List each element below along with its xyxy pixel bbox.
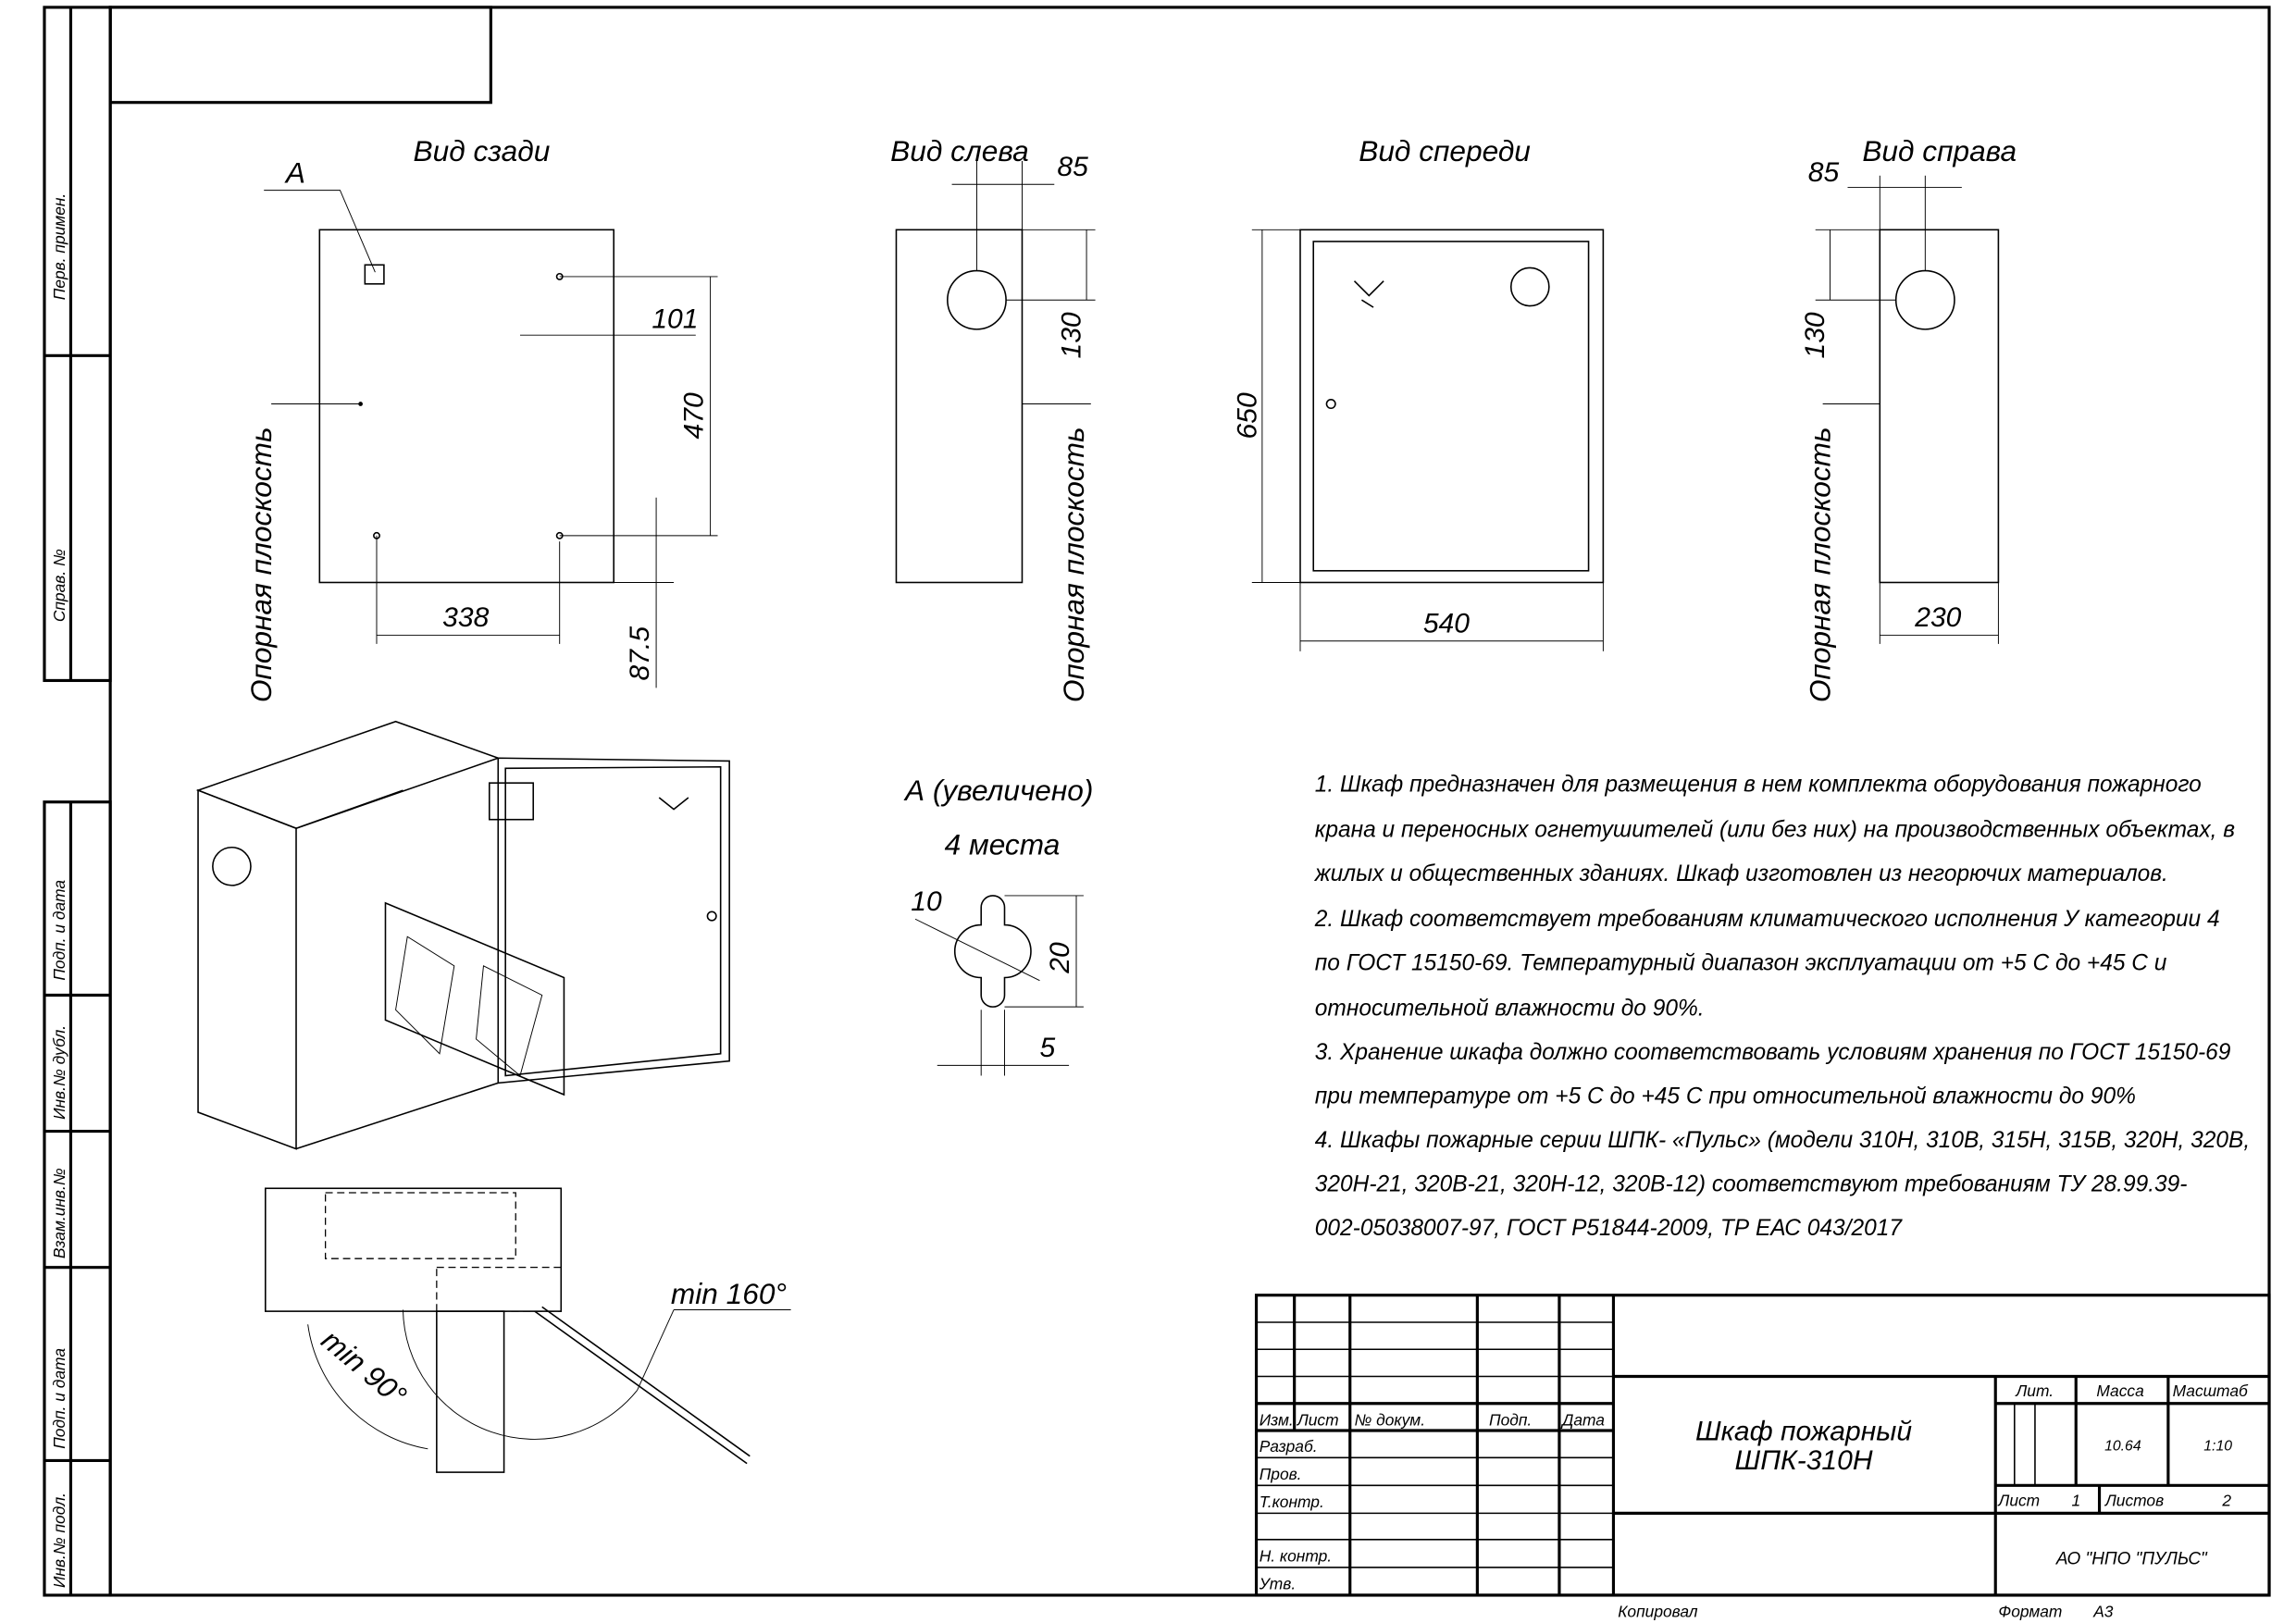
dim-85: 85 [1057, 152, 1088, 182]
note-line: 3. Хранение шкафа должно соответствовать… [1315, 1040, 2231, 1065]
header-izm: Изм. [1260, 1410, 1294, 1429]
side-label: Справ. № [50, 549, 68, 622]
dim-130: 130 [1800, 312, 1831, 358]
side-label: Инв.№ дубл. [50, 1025, 68, 1120]
sheets-label: Листов [2104, 1491, 2164, 1509]
scale-value: 1:10 [2203, 1438, 2232, 1454]
copied-label: Копировал [1618, 1603, 1698, 1621]
door-angle-label: min 160° [671, 1277, 787, 1310]
sheets-value: 2 [2221, 1491, 2231, 1509]
dim-338: 338 [442, 602, 489, 633]
dim-87-5: 87.5 [625, 626, 655, 681]
format-value: А3 [2092, 1603, 2114, 1621]
header-doc: № докум. [1355, 1410, 1426, 1429]
detail-count: 4 места [945, 828, 1061, 861]
mass-value: 10.64 [2104, 1438, 2141, 1454]
logo-icon [658, 797, 689, 811]
dim-20: 20 [1045, 942, 1075, 974]
note-line: при температуре от +5 С до +45 С при отн… [1315, 1084, 2136, 1109]
scale-label: Масштаб [2173, 1381, 2249, 1400]
logo-icon [1353, 280, 1384, 308]
role-label: Разраб. [1260, 1437, 1318, 1456]
detail-marker: А [284, 156, 305, 190]
lit-label: Лит. [2015, 1381, 2054, 1400]
title-block: Изм. Лист № докум. Подп. Дата Разраб. Пр… [1254, 1294, 2271, 1621]
left-view-title: Вид слева [890, 134, 1029, 167]
side-label: Инв.№ подл. [50, 1493, 68, 1588]
dim-650: 650 [1233, 392, 1263, 439]
front-view: Вид спереди 650 540 [1233, 134, 1605, 651]
sheet-label: Лист [1997, 1491, 2040, 1509]
side-label: Взам.инв.№ [50, 1168, 68, 1258]
dim-101: 101 [652, 304, 698, 334]
top-view: min 160° min 90° [265, 1187, 791, 1473]
detail-view: А (увеличено) 4 места 20 10 5 [903, 774, 1093, 1076]
drawing-code: ШПК-310Н [1735, 1445, 1873, 1476]
note-line: 002-05038007-97, ГОСТ Р51844-2009, ТР ЕА… [1315, 1216, 1904, 1241]
dim-470: 470 [679, 392, 710, 439]
note-line: 2. Шкаф соответствует требованиям климат… [1314, 907, 2220, 932]
note-line: 320Н-21, 320В-21, 320Н-12, 320В-12) соот… [1315, 1171, 2188, 1196]
header-sign: Подп. [1489, 1410, 1532, 1429]
side-label: Подп. и дата [50, 1348, 68, 1449]
role-label: Т.контр. [1260, 1493, 1324, 1511]
header-date: Дата [1560, 1410, 1605, 1429]
technical-notes: 1. Шкаф предназначен для размещения в не… [1314, 773, 2250, 1241]
rear-view: Вид сзади А 470 101 338 87.5 Опорная пло… [244, 134, 718, 702]
role-label: Утв. [1259, 1575, 1296, 1593]
right-view: Вид справа 85 130 Опорная плоскость 230 [1800, 134, 2017, 702]
side-label: Перв. примен. [50, 193, 68, 300]
dim-540: 540 [1423, 608, 1470, 638]
role-label: Н. контр. [1260, 1547, 1332, 1566]
dim-230: 230 [1914, 602, 1961, 633]
role-label: Пров. [1260, 1465, 1302, 1483]
note-line: относительной влажности до 90%. [1315, 997, 1705, 1022]
format-label: Формат [1998, 1603, 2062, 1621]
dim-10: 10 [911, 886, 942, 917]
mass-label: Масса [2096, 1381, 2144, 1400]
sheet-value: 1 [2071, 1491, 2080, 1509]
isometric-view [195, 720, 730, 1150]
note-line: крана и переносных огнетушителей (или бе… [1315, 818, 2235, 843]
organization-name: АО "НПО "ПУЛЬС" [2055, 1550, 2208, 1569]
side-stamp: Перв. примен. Справ. № Подп. и дата Инв.… [50, 193, 68, 1588]
note-line: 1. Шкаф предназначен для размещения в не… [1315, 773, 2202, 798]
left-view: Вид слева 85 130 Опорная плоскость [890, 134, 1096, 702]
dim-85: 85 [1808, 157, 1840, 188]
note-line: по ГОСТ 15150-69. Температурный диапазон… [1315, 951, 2167, 976]
dim-130: 130 [1057, 312, 1087, 358]
right-view-title: Вид справа [1862, 134, 2017, 167]
drawing-title: Шкаф пожарный [1695, 1416, 1912, 1446]
detail-title: А (увеличено) [903, 774, 1093, 807]
rear-view-title: Вид сзади [414, 134, 551, 167]
reference-plane-label: Опорная плоскость [1804, 427, 1837, 702]
side-label: Подп. и дата [50, 880, 68, 981]
dim-5: 5 [1039, 1033, 1055, 1063]
front-view-title: Вид спереди [1359, 134, 1531, 167]
min-angle-label: min 90° [316, 1323, 414, 1413]
note-line: 4. Шкафы пожарные серии ШПК- «Пульс» (мо… [1315, 1128, 2250, 1153]
note-line: жилых и общественных зданиях. Шкаф изгот… [1314, 861, 2168, 886]
sheet-frame [43, 6, 2271, 1597]
reference-plane-label: Опорная плоскость [1057, 427, 1090, 702]
header-list: Лист [1297, 1410, 1339, 1429]
reference-plane-label: Опорная плоскость [244, 427, 278, 702]
